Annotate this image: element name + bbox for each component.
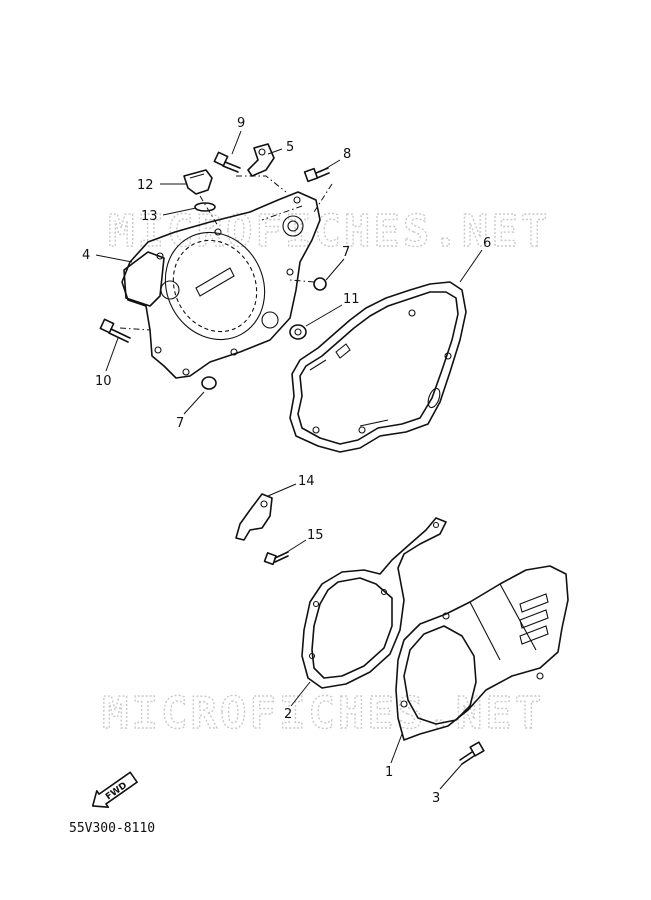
callout-11: 11 [343,292,360,307]
callout-2: 2 [284,707,292,722]
bolt-part-3 [459,741,485,765]
callout-15: 15 [307,528,324,543]
watermark-top: MICROFICHES.NET [108,206,550,257]
callout-6: 6 [483,236,491,251]
bolt-part-8 [303,167,330,183]
gasket-part-2 [301,517,447,689]
callout-4: 4 [82,248,90,263]
forward-direction-arrow: FWD [91,771,138,809]
bracket-part-14 [235,493,273,541]
callout-1: 1 [385,765,393,780]
callout-12: 12 [137,178,154,193]
dowel-part-7-upper [313,277,327,291]
watermark-bottom: MICROFICHES.NET [102,688,544,739]
side-cover-part-1 [395,565,569,741]
leader-lines [95,130,483,790]
callout-5: 5 [286,140,294,155]
callout-14: 14 [298,474,315,489]
o-ring-part-13 [194,202,216,212]
diagram-code: 55V300-8110 [69,821,155,836]
callout-3: 3 [432,791,440,806]
bracket-part-5 [247,143,275,177]
seal-part-11 [289,324,307,340]
dowel-part-7-lower [201,376,217,390]
oil-cap-part-12 [183,169,213,195]
gasket-part-6 [289,281,467,453]
callout-9: 9 [237,116,245,131]
bolt-part-9 [213,151,241,173]
bolt-part-10 [99,318,131,343]
callout-13: 13 [141,209,158,224]
callout-10: 10 [95,374,112,389]
callout-7-lower: 7 [176,416,184,431]
callout-7-upper: 7 [342,245,350,260]
callout-8: 8 [343,147,351,162]
